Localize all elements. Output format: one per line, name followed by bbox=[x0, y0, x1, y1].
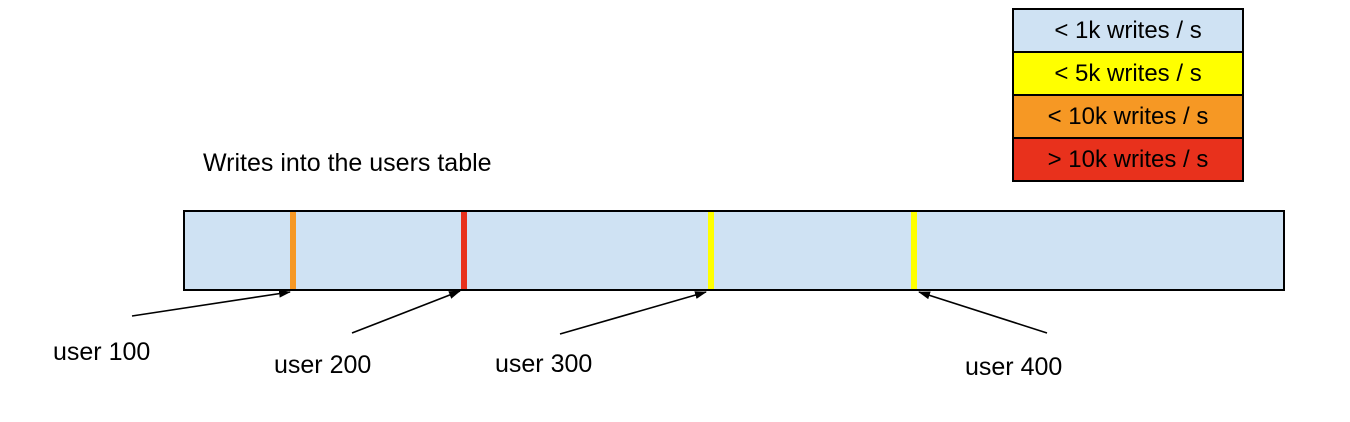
write-hotspot-marker bbox=[708, 212, 714, 289]
legend-label: < 5k writes / s bbox=[1054, 59, 1202, 87]
users-table-bar bbox=[183, 210, 1285, 291]
annotation-arrow bbox=[351, 290, 461, 334]
user-label: user 400 bbox=[965, 353, 1063, 381]
legend-label: > 10k writes / s bbox=[1047, 145, 1209, 173]
diagram-title: Writes into the users table bbox=[203, 149, 492, 177]
legend-row: < 1k writes / s bbox=[1012, 8, 1244, 53]
user-label: user 100 bbox=[53, 338, 151, 366]
write-hotspot-marker bbox=[911, 212, 917, 289]
annotation-arrow bbox=[918, 291, 1048, 334]
annotation-arrow bbox=[559, 291, 707, 335]
write-hotspot-marker bbox=[461, 212, 467, 289]
legend-label: < 10k writes / s bbox=[1047, 102, 1209, 130]
annotation-arrow bbox=[131, 289, 291, 317]
legend-row: < 10k writes / s bbox=[1012, 94, 1244, 139]
legend-row: < 5k writes / s bbox=[1012, 51, 1244, 96]
user-label: user 200 bbox=[274, 351, 372, 379]
write-rate-legend: < 1k writes / s < 5k writes / s < 10k wr… bbox=[1012, 8, 1244, 182]
legend-row: > 10k writes / s bbox=[1012, 137, 1244, 182]
user-label: user 300 bbox=[495, 350, 593, 378]
write-hotspot-marker bbox=[290, 212, 296, 289]
legend-label: < 1k writes / s bbox=[1054, 16, 1202, 44]
